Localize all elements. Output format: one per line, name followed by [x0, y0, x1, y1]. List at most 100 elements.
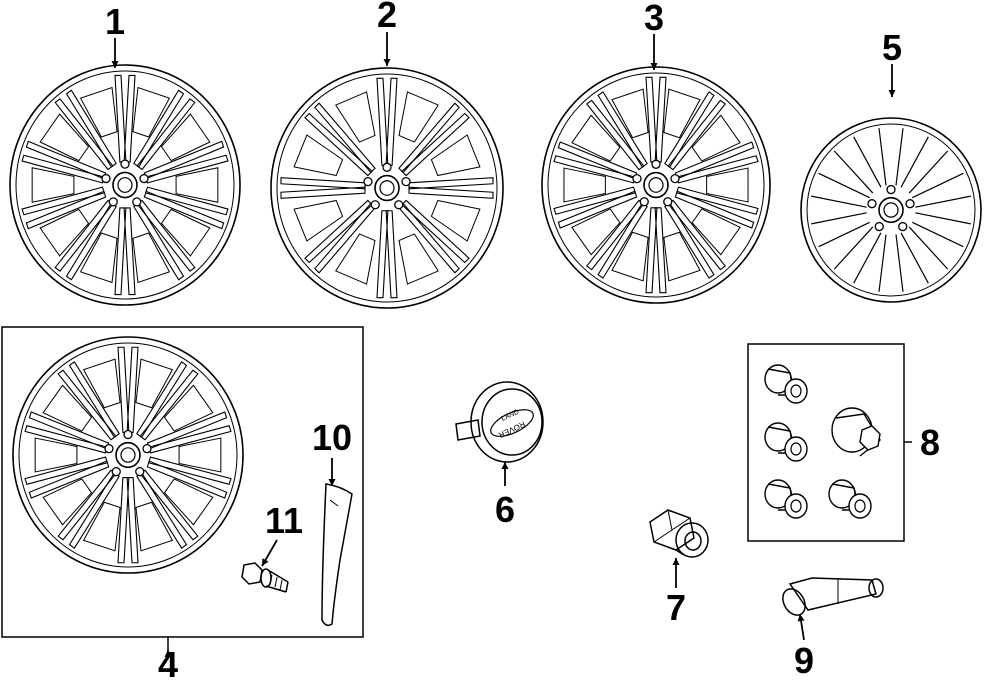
- spoke: [21, 154, 106, 184]
- lug-hole: [663, 197, 673, 207]
- spoke-window: [79, 232, 118, 284]
- lug-hole: [120, 159, 130, 169]
- spoke: [123, 207, 136, 296]
- hub-bore: [648, 177, 664, 193]
- lug-hole: [139, 173, 149, 184]
- spoke: [398, 202, 460, 274]
- spoke: [385, 77, 398, 166]
- wheel-1-graphic: [9, 64, 241, 306]
- spoke: [675, 186, 759, 215]
- spoke: [314, 102, 376, 174]
- wheel-5-graphic: [800, 117, 982, 303]
- spoke: [408, 186, 494, 199]
- spoke: [645, 76, 658, 163]
- part-8-lug-nut-set: [764, 364, 881, 519]
- wheel-2-graphic: [270, 67, 504, 309]
- rim-inner: [806, 123, 976, 297]
- lug-hole: [867, 199, 877, 209]
- spoke: [900, 136, 949, 194]
- spoke: [24, 456, 109, 485]
- emblem-text-land: LAND: [500, 409, 520, 423]
- leader-lines: [111, 32, 896, 657]
- lug-hole: [123, 429, 133, 440]
- spoke: [912, 212, 971, 248]
- nut-face: [848, 493, 872, 519]
- lug-hole: [898, 221, 908, 232]
- spoke-window: [398, 233, 439, 285]
- spoke-window: [563, 167, 606, 203]
- spoke: [878, 234, 904, 292]
- part-7-lug-nut: [649, 509, 709, 558]
- lug-hole: [905, 199, 915, 209]
- leader-arrowhead: [262, 558, 269, 566]
- hub-center: [115, 441, 141, 469]
- spoke: [143, 190, 225, 230]
- nut-face: [784, 436, 808, 462]
- spoke: [304, 199, 373, 264]
- spoke: [597, 202, 648, 279]
- spoke: [25, 190, 107, 230]
- spoke: [136, 199, 196, 272]
- callout-2: 2: [377, 0, 397, 35]
- nut-bore: [790, 384, 802, 398]
- spoke-window: [42, 478, 93, 526]
- spoke-window: [79, 86, 118, 138]
- spoke: [147, 425, 232, 454]
- spoke: [376, 77, 389, 166]
- spoke: [114, 207, 127, 296]
- hub-center: [878, 196, 904, 224]
- spoke: [65, 202, 117, 281]
- spoke: [878, 128, 904, 186]
- spoke: [68, 361, 120, 439]
- spoke-window: [163, 478, 214, 526]
- spoke-window: [39, 208, 90, 257]
- part-10-flap: [321, 483, 353, 627]
- spoke-window: [430, 199, 481, 242]
- spoke: [314, 202, 376, 274]
- part-4-group-box: [1, 326, 364, 638]
- spoke: [664, 91, 715, 168]
- spoke: [139, 369, 199, 441]
- lug-hole: [632, 173, 642, 184]
- spoke-window: [82, 501, 121, 552]
- spoke: [126, 477, 139, 564]
- part-8-group-box: [747, 343, 905, 542]
- spoke: [147, 456, 232, 485]
- callout-1: 1: [105, 1, 125, 42]
- spoke-window: [663, 231, 701, 282]
- spoke: [68, 471, 120, 549]
- part-9-valve-stem: [782, 577, 884, 616]
- spoke-window: [398, 91, 439, 143]
- spoke: [136, 361, 188, 439]
- spoke: [398, 102, 460, 174]
- rim-inner: [276, 73, 498, 303]
- hub-center: [374, 174, 400, 202]
- callout-3: 3: [644, 0, 664, 38]
- spoke-window: [163, 384, 214, 432]
- lug-hole: [135, 466, 145, 477]
- spoke: [123, 74, 136, 163]
- lug-hole: [651, 159, 661, 169]
- part-11-bolt: [241, 562, 289, 593]
- lug-hole: [104, 444, 114, 454]
- spoke: [117, 346, 130, 433]
- spoke: [667, 99, 727, 171]
- spoke-window: [135, 358, 174, 409]
- spoke: [833, 226, 882, 284]
- nut-face: [784, 378, 808, 404]
- spoke-window: [82, 358, 121, 409]
- callout-8: 8: [920, 422, 940, 463]
- lug-hole: [101, 173, 111, 184]
- spoke: [401, 199, 470, 264]
- leader-arrowhead: [111, 61, 119, 68]
- rim-inner: [18, 342, 238, 568]
- leader-arrowhead: [383, 59, 391, 66]
- lug-hole: [370, 200, 380, 210]
- spoke: [811, 172, 870, 208]
- spoke: [304, 112, 373, 177]
- nut-face: [784, 493, 808, 519]
- nut-bore: [854, 499, 866, 513]
- nut-bore: [790, 499, 802, 513]
- spoke-window: [293, 199, 344, 242]
